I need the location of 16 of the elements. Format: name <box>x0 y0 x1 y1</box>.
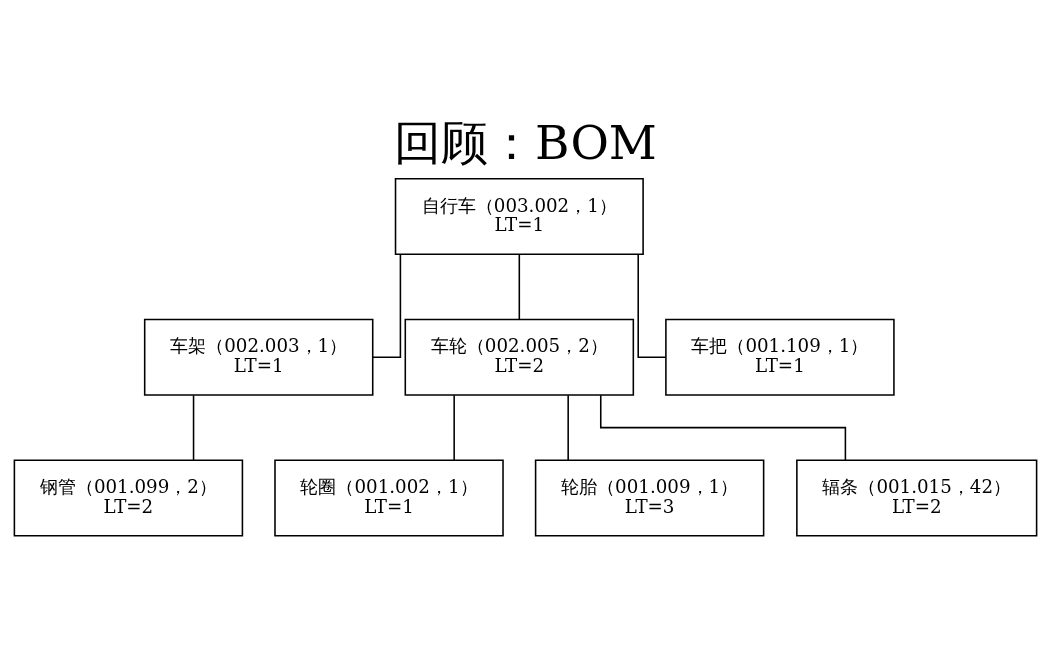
node-box: 轮圈（001.002，1） LT=1 <box>274 458 504 537</box>
node-box: 车架（002.003，1） LT=1 <box>143 318 374 396</box>
connector <box>599 394 847 461</box>
diagram-title: 回顾：BOM <box>394 114 657 170</box>
connector <box>192 394 195 461</box>
connector <box>518 253 521 320</box>
node-box: 辐条（001.015，42） LT=2 <box>796 458 1038 537</box>
node-box: 轮胎（001.009，1） LT=3 <box>534 458 765 537</box>
connector <box>453 394 455 461</box>
node-box: 车把（001.109，1） LT=1 <box>665 318 895 396</box>
node-box: 钢管（001.099，2） LT=2 <box>13 458 244 537</box>
connector <box>637 253 667 358</box>
connector <box>567 394 569 461</box>
connector <box>371 253 402 358</box>
node-box: 自行车（003.002，1） LT=1 <box>394 177 644 255</box>
node-box: 车轮（002.005，2） LT=2 <box>404 318 635 396</box>
